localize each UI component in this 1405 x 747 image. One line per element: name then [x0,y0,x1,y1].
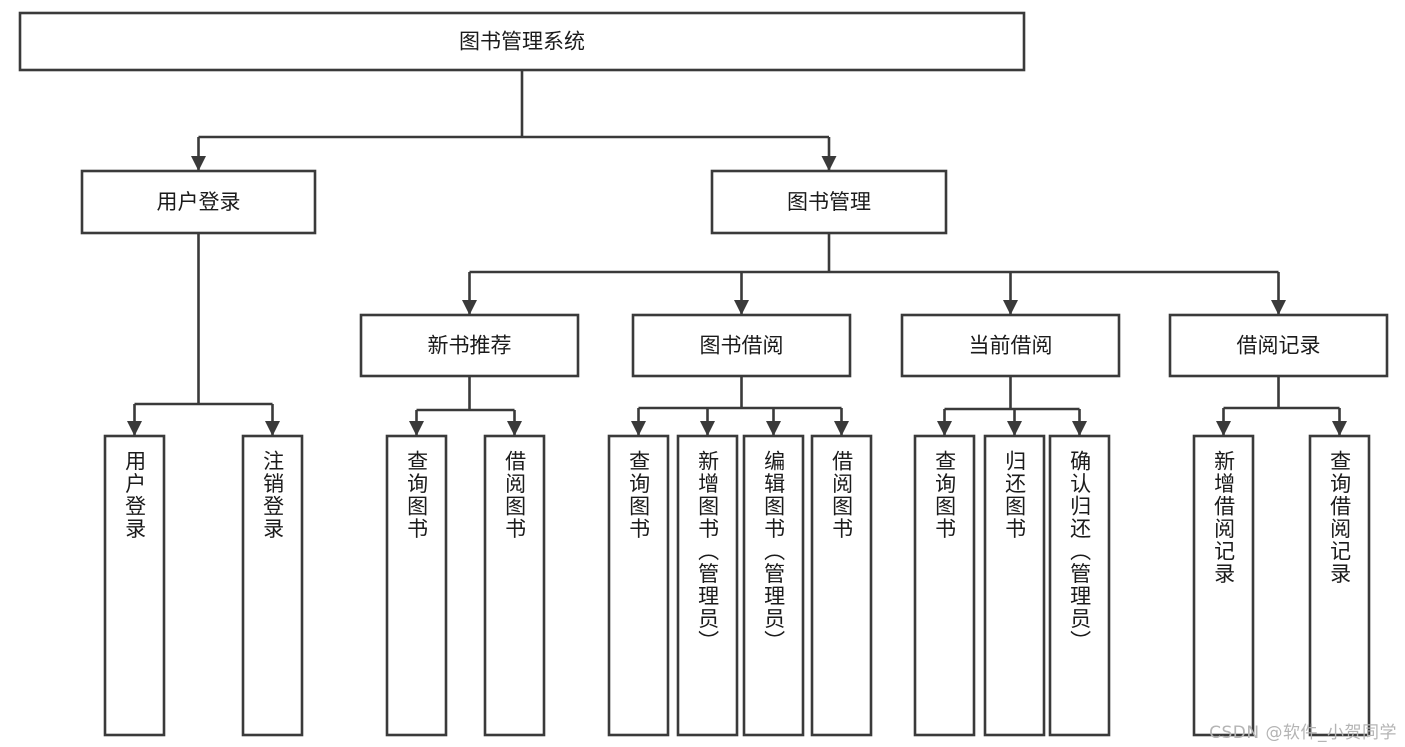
arrow-head-icon [937,421,952,436]
node-leaf-borrow-book-2-box[interactable] [810,434,873,737]
arrow-head-icon [462,300,477,315]
arrow-head-icon [507,421,522,436]
node-leaf-user-login-box[interactable] [103,434,166,737]
node-root-label: 图书管理系统 [459,30,585,54]
arrow-head-icon [1332,421,1347,436]
node-leaf-query-record-box[interactable] [1308,434,1371,737]
node-leaf-edit-book-box[interactable] [742,434,805,737]
arrow-head-icon [1271,300,1286,315]
node-leaf-add-record-label-wrap: 新增借阅记录 [1194,436,1253,735]
arrow-head-icon [700,421,715,436]
node-leaf-edit-book-label: 编辑图书（管理员） [761,450,786,653]
node-leaf-query-book-3-box[interactable] [913,434,976,737]
node-new-book-rec-label: 新书推荐 [428,334,512,358]
node-boxes [18,11,1389,737]
node-leaf-query-book-1-box[interactable] [385,434,448,737]
node-leaf-logout-box[interactable] [241,434,304,737]
node-current-borrow-label: 当前借阅 [969,334,1053,358]
arrow-head-icon [766,421,781,436]
node-leaf-confirm-return-box[interactable] [1048,434,1111,737]
node-borrow-record-label: 借阅记录 [1237,334,1321,358]
node-leaf-query-book-3-label-wrap: 查询图书 [915,436,974,735]
node-book-borrow-label: 图书借阅 [700,334,784,358]
node-leaf-query-book-3-label: 查询图书 [932,450,957,540]
node-borrow-record-box[interactable] [1168,313,1389,378]
node-book-manage-label: 图书管理 [787,190,871,214]
node-leaf-borrow-book-2-label: 借阅图书 [829,450,854,540]
node-leaf-borrow-book-1-label-wrap: 借阅图书 [485,436,544,735]
node-leaf-edit-book-label-wrap: 编辑图书（管理员） [744,436,803,735]
arrow-head-icon [834,421,849,436]
node-leaf-add-book-box[interactable] [676,434,739,737]
arrow-head-icon [1216,421,1231,436]
node-leaf-query-book-1-label: 查询图书 [404,450,429,540]
node-leaf-return-book-label-wrap: 归还图书 [985,436,1044,735]
node-leaf-confirm-return-label-wrap: 确认归还（管理员） [1050,436,1109,735]
node-leaf-borrow-book-1-box[interactable] [483,434,546,737]
node-leaf-return-book-box[interactable] [983,434,1046,737]
node-leaf-return-book-label: 归还图书 [1002,450,1027,540]
node-new-book-rec-box[interactable] [359,313,580,378]
arrow-head-icon [409,421,424,436]
node-leaf-query-record-label-wrap: 查询借阅记录 [1310,436,1369,735]
node-leaf-borrow-book-2-label-wrap: 借阅图书 [812,436,871,735]
node-leaf-query-record-label: 查询借阅记录 [1327,450,1352,585]
arrow-head-icon [265,421,280,436]
node-book-manage-box[interactable] [710,169,948,235]
csdn-watermark: CSDN @软件_小贺同学 [1209,723,1397,743]
arrow-head-icon [1007,421,1022,436]
node-current-borrow-box[interactable] [900,313,1121,378]
node-leaf-query-book-2-label: 查询图书 [626,450,651,540]
arrow-head-icon [127,421,142,436]
node-leaf-user-login-label: 用户登录 [122,450,147,540]
node-leaf-add-book-label: 新增图书（管理员） [695,450,720,653]
arrow-head-icon [821,156,837,171]
node-leaf-user-login-label-wrap: 用户登录 [105,436,164,735]
node-leaf-query-book-2-label-wrap: 查询图书 [609,436,668,735]
node-leaf-confirm-return-label: 确认归还（管理员） [1067,450,1092,653]
arrow-head-icon [631,421,646,436]
node-user-login-box[interactable] [80,169,317,235]
node-leaf-logout-label-wrap: 注销登录 [243,436,302,735]
node-leaf-add-book-label-wrap: 新增图书（管理员） [678,436,737,735]
arrow-head-icon [191,156,206,171]
node-leaf-query-book-1-label-wrap: 查询图书 [387,436,446,735]
node-user-login-label: 用户登录 [157,190,241,214]
node-leaf-add-record-label: 新增借阅记录 [1211,450,1236,585]
arrow-head-icon [1003,300,1018,315]
node-book-borrow-box[interactable] [631,313,852,378]
connector-lines [127,70,1347,436]
node-root-box[interactable] [18,11,1026,72]
node-leaf-logout-label: 注销登录 [260,450,285,540]
node-leaf-borrow-book-1-label: 借阅图书 [502,450,527,540]
arrow-head-icon [1072,421,1087,436]
node-leaf-query-book-2-box[interactable] [607,434,670,737]
arrow-head-icon [734,300,749,315]
node-leaf-add-record-box[interactable] [1192,434,1255,737]
